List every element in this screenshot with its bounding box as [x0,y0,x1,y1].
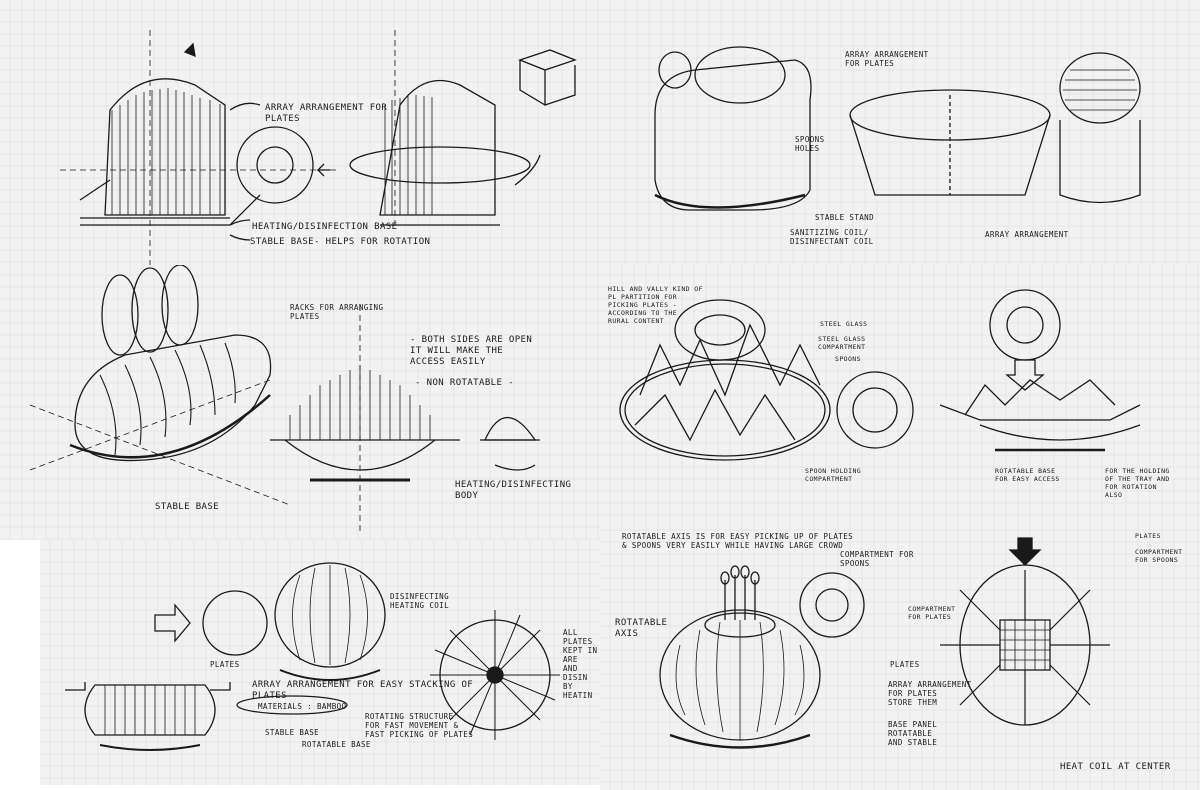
label-racks-arranging: RACKS FOR ARRANGING PLATES [290,303,384,321]
label-heating-base: HEATING/DISINFECTION BASE [252,222,398,232]
label-plates: PLATES [210,660,240,669]
label-spoons-holes: SPOONS HOLES [795,135,825,153]
label-compartment-spoons-right: COMPARTMENT FOR SPOONS [1135,548,1183,564]
label-non-rotatable: - NON ROTATABLE - [415,378,514,388]
label-array-arrangement-plates: ARRAY ARRANGEMENT FOR PLATES [845,50,929,68]
label-array-stacking: ARRAY ARRANGEMENT FOR EASY STACKING OF P… [252,680,474,701]
label-rotatable-base-drum: ROTATABLE BASE [302,740,371,749]
label-rotatable-axis: ROTATABLE AXIS [615,618,668,639]
label-hill-partition: HILL AND VALLY KIND OF PL PARTITION FOR … [608,285,703,325]
oval-rack-sketch [615,0,1200,265]
label-heat-coil: HEAT COIL AT CENTER [1060,762,1171,772]
label-array-arrangement-side: ARRAY ARRANGEMENT [985,230,1069,239]
label-steel-glass-compartment: STEEL GLASS COMPARTMENT [818,335,866,351]
panel-bread-rack: RACKS FOR ARRANGING PLATES - BOTH SIDES … [0,265,615,540]
label-spoon-holding: SPOON HOLDING COMPARTMENT [805,467,862,483]
label-spoons: SPOONS [835,355,861,363]
hill-tray-sketch [600,265,1200,520]
label-stable-base-drum: STABLE BASE [265,728,320,737]
label-materials: MATERIALS : BAMBOO [258,702,347,711]
sphere-rack-sketch [600,520,1200,790]
panel-vertical-rack: ARRAY ARRANGEMENT FOR PLATES HEATING/DIS… [0,0,615,265]
label-compartment-plates: COMPARTMENT FOR PLATES [908,605,956,621]
label-rotatable-base: ROTATABLE BASE FOR EASY ACCESS [995,467,1060,483]
label-base-panel: BASE PANEL ROTATABLE AND STABLE [888,720,938,747]
label-heating-body: HEATING/DISINFECTING BODY [455,480,572,501]
label-plates-top: PLATES [1135,532,1161,540]
label-disinfecting-coil: DISINFECTING HEATING COIL [390,592,449,610]
bread-rack-sketch [0,265,615,540]
label-steel-glass: STEEL GLASS [820,320,868,328]
label-plates-sphere: PLATES [890,660,920,669]
panel-bamboo-drum: PLATES ARRAY ARRANGEMENT FOR EASY STACKI… [40,540,600,785]
label-array-plates-store: ARRAY ARRANGEMENT FOR PLATES STORE THEM [888,680,972,707]
label-stable-base: STABLE BASE- HELPS FOR ROTATION [250,237,431,247]
label-rotatable-axis-note: ROTATABLE AXIS IS FOR EASY PICKING UP OF… [622,532,854,550]
panel-sphere-rack: ROTATABLE AXIS IS FOR EASY PICKING UP OF… [600,520,1200,790]
panel-hill-tray: HILL AND VALLY KIND OF PL PARTITION FOR … [600,265,1200,520]
label-array-arrangement: ARRAY ARRANGEMENT FOR PLATES [265,103,388,124]
panel-oval-rack: ARRAY ARRANGEMENT FOR PLATES SPOONS HOLE… [615,0,1200,265]
label-compartment-spoons: COMPARTMENT FOR SPOONS [840,550,914,568]
label-stable-stand: STABLE STAND [815,213,874,222]
label-rotating-structure: ROTATING STRUCTURE FOR FAST MOVEMENT & F… [365,712,474,739]
label-holding-tray: FOR THE HOLDING OF THE TRAY AND FOR ROTA… [1105,467,1170,499]
bamboo-drum-sketch [40,540,600,785]
label-sanitizing-coil: SANITIZING COIL/ DISINFECTANT COIL [790,228,874,246]
label-all-plates: ALL PLATES KEPT IN ARE AND DISIN BY HEAT… [563,628,598,700]
label-both-sides-open: - BOTH SIDES ARE OPEN IT WILL MAKE THE A… [410,335,533,367]
label-stable-base-bread: STABLE BASE [155,502,220,512]
vertical-rack-sketch [0,0,615,265]
